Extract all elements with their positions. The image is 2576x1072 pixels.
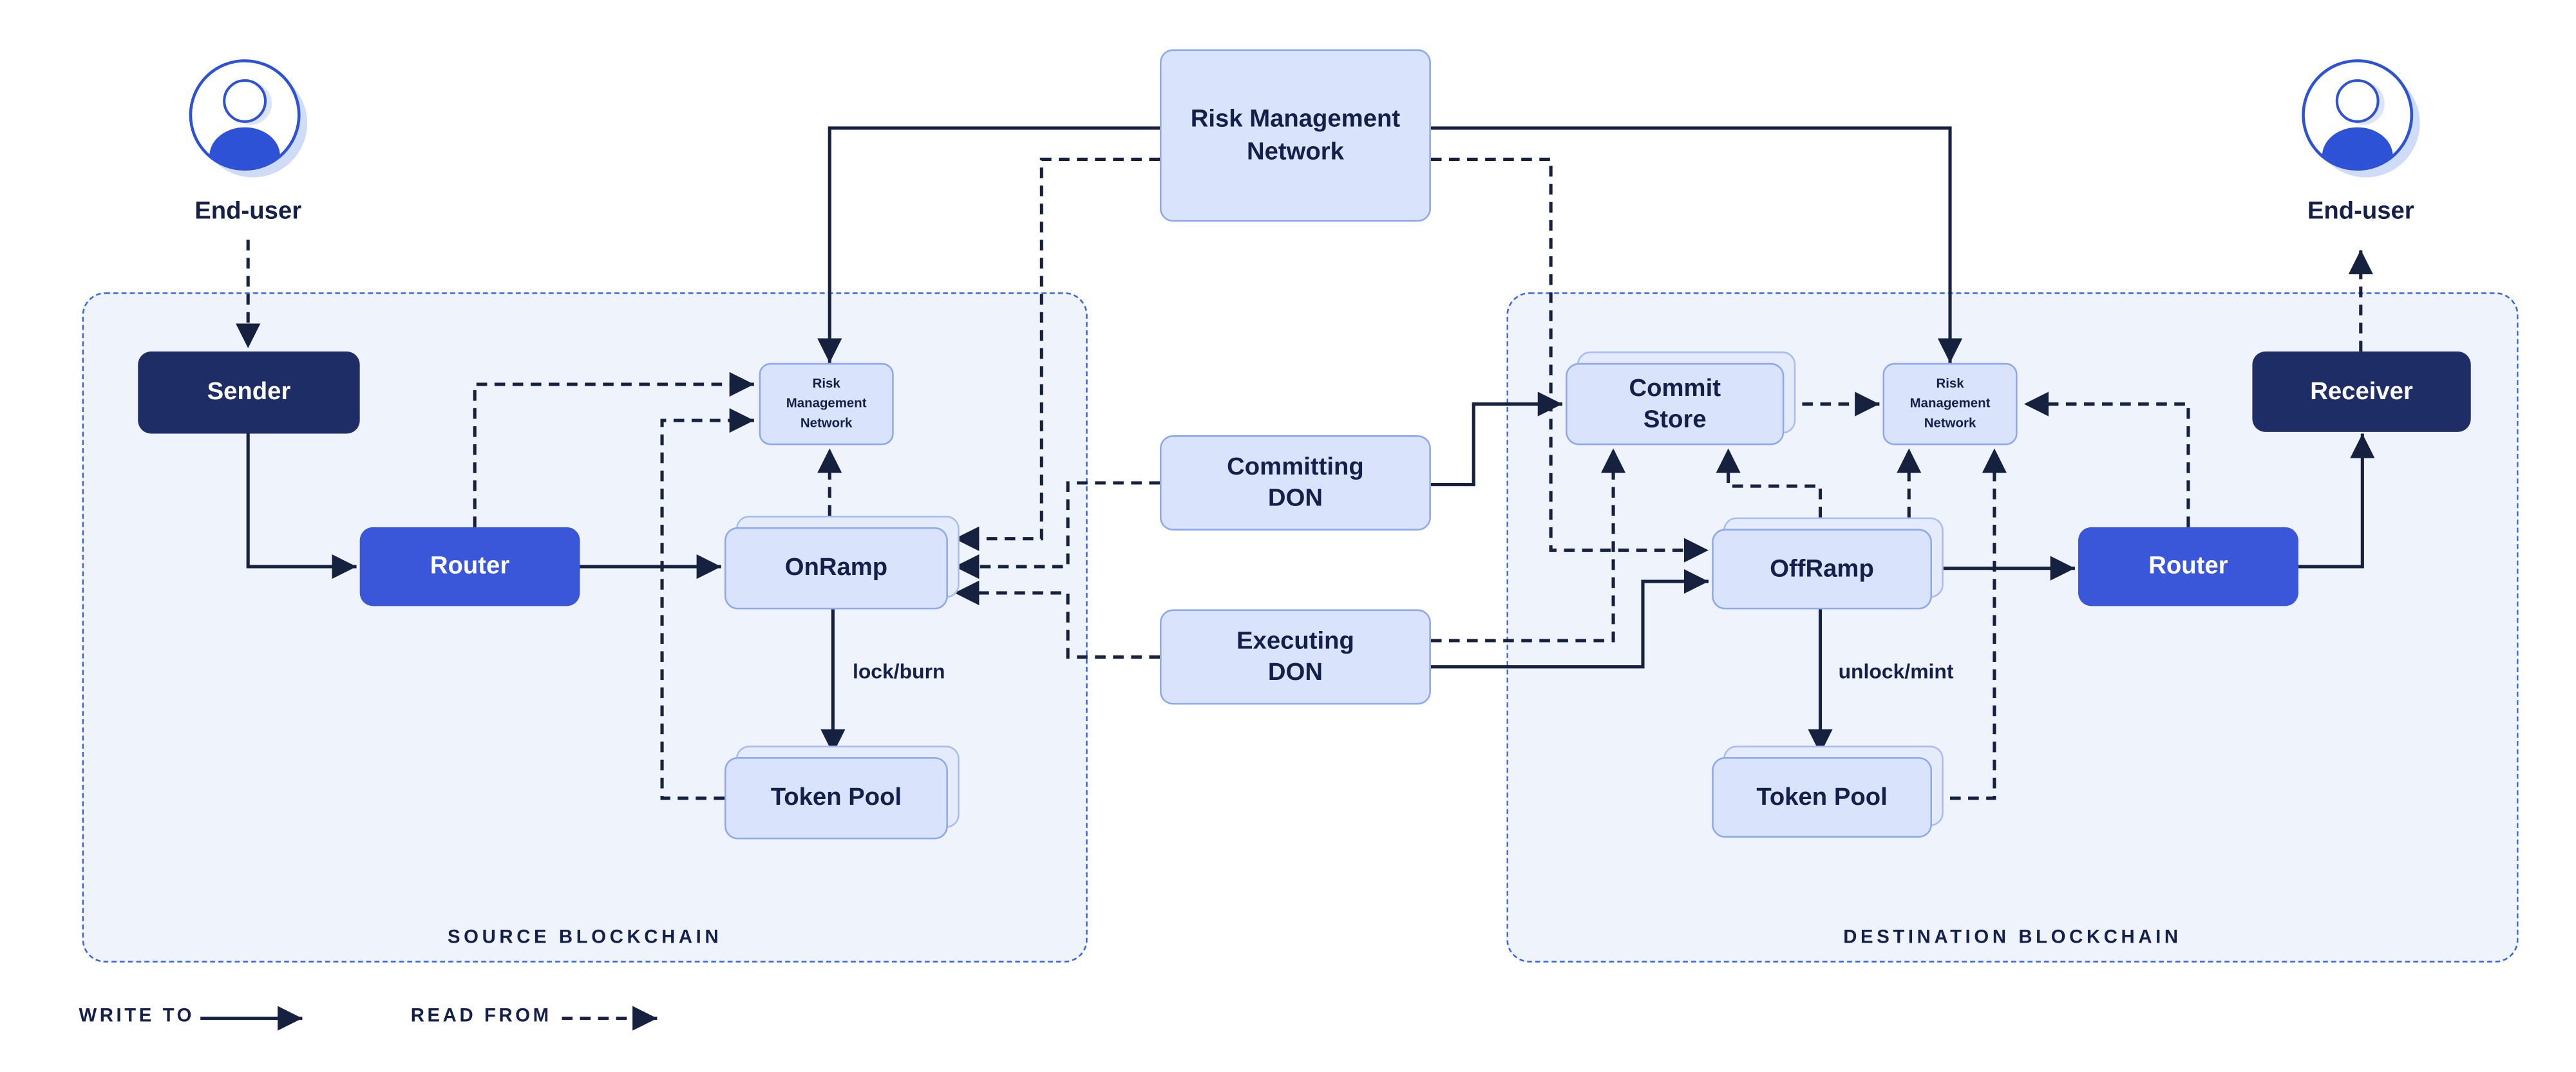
source-blockchain-section-label: SOURCE BLOCKCHAIN	[447, 928, 723, 948]
edge-sender-to-router	[246, 433, 357, 579]
receiver-label: Receiver	[2310, 377, 2413, 406]
edge-rmn-to-source-rmn	[817, 126, 1160, 363]
sender-node: Sender	[138, 351, 360, 434]
destination-token-pool-front-card: Token Pool	[1712, 757, 1932, 838]
unlock-mint-label: unlock/mint	[1838, 660, 1954, 684]
end-user-label-right: End-user	[2307, 197, 2414, 225]
edge-rmn-to-onramp	[954, 157, 1160, 551]
source-router-label: Router	[430, 552, 510, 581]
edge-committingdon-to-onramp	[954, 481, 1160, 579]
edge-executingdon-to-commitstore	[1430, 448, 1626, 643]
end-user-icon	[189, 59, 308, 178]
destination-risk-management-network-label: Risk Management Network	[1909, 376, 1991, 431]
legend-write-to-label: WRITE TO	[79, 1006, 195, 1027]
commit-store-node: Commit Store	[1566, 351, 1796, 446]
committing-don-node: Committing DON	[1160, 435, 1431, 531]
end-user-label-left: End-user	[194, 197, 302, 225]
edge-tokenpool-to-dest-rmn	[1931, 448, 2007, 800]
receiver-node: Receiver	[2252, 351, 2471, 432]
edge-committingdon-to-commitstore	[1430, 391, 1563, 487]
sender-label: Sender	[207, 378, 291, 406]
source-router-node: Router	[359, 527, 580, 607]
offramp-label: OffRamp	[1770, 554, 1874, 583]
edge-rmn-to-dest-rmn	[1430, 126, 1963, 363]
legend-read-from-label: READ FROM	[410, 1006, 552, 1027]
destination-router-node: Router	[2078, 527, 2298, 607]
source-risk-management-network-label: Risk Management Network	[786, 376, 867, 431]
destination-token-pool-label: Token Pool	[1756, 783, 1888, 811]
source-risk-management-network-node: Risk Management Network	[759, 362, 894, 446]
onramp-front-card: OnRamp	[724, 527, 948, 610]
end-user-icon	[2302, 59, 2420, 178]
lock-burn-label: lock/burn	[852, 660, 945, 684]
destination-router-label: Router	[2148, 552, 2228, 581]
edge-offramp-to-commitstore	[1716, 448, 1823, 518]
offramp-front-card: OffRamp	[1712, 529, 1932, 610]
edge-executingdon-to-offramp	[1430, 569, 1709, 669]
edge-router-to-source-rmn	[473, 371, 754, 527]
source-token-pool-front-card: Token Pool	[724, 757, 948, 840]
onramp-label: OnRamp	[784, 554, 888, 582]
edge-executingdon-to-onramp	[954, 580, 1160, 659]
destination-token-pool-node: Token Pool	[1712, 746, 1944, 838]
edge-router-to-receiver	[2298, 433, 2375, 569]
executing-don-node: Executing DON	[1160, 609, 1431, 705]
committing-don-label: Committing DON	[1227, 452, 1364, 512]
destination-blockchain-section-label: DESTINATION BLOCKCHAIN	[1843, 928, 2182, 948]
commit-store-label: Commit Store	[1629, 373, 1721, 434]
risk-management-network-label: Risk Management Network	[1190, 105, 1401, 165]
edge-router-to-dest-rmn	[2023, 391, 2190, 527]
source-token-pool-label: Token Pool	[770, 784, 902, 812]
source-token-pool-node: Token Pool	[724, 746, 960, 840]
destination-risk-management-network-node: Risk Management Network	[1882, 362, 2018, 446]
onramp-node: OnRamp	[724, 516, 960, 610]
edge-rmn-to-offramp	[1430, 157, 1709, 563]
commit-store-front-card: Commit Store	[1566, 362, 1785, 446]
offramp-node: OffRamp	[1712, 517, 1944, 610]
executing-don-label: Executing DON	[1236, 626, 1354, 687]
risk-management-network-node: Risk Management Network	[1160, 49, 1431, 222]
